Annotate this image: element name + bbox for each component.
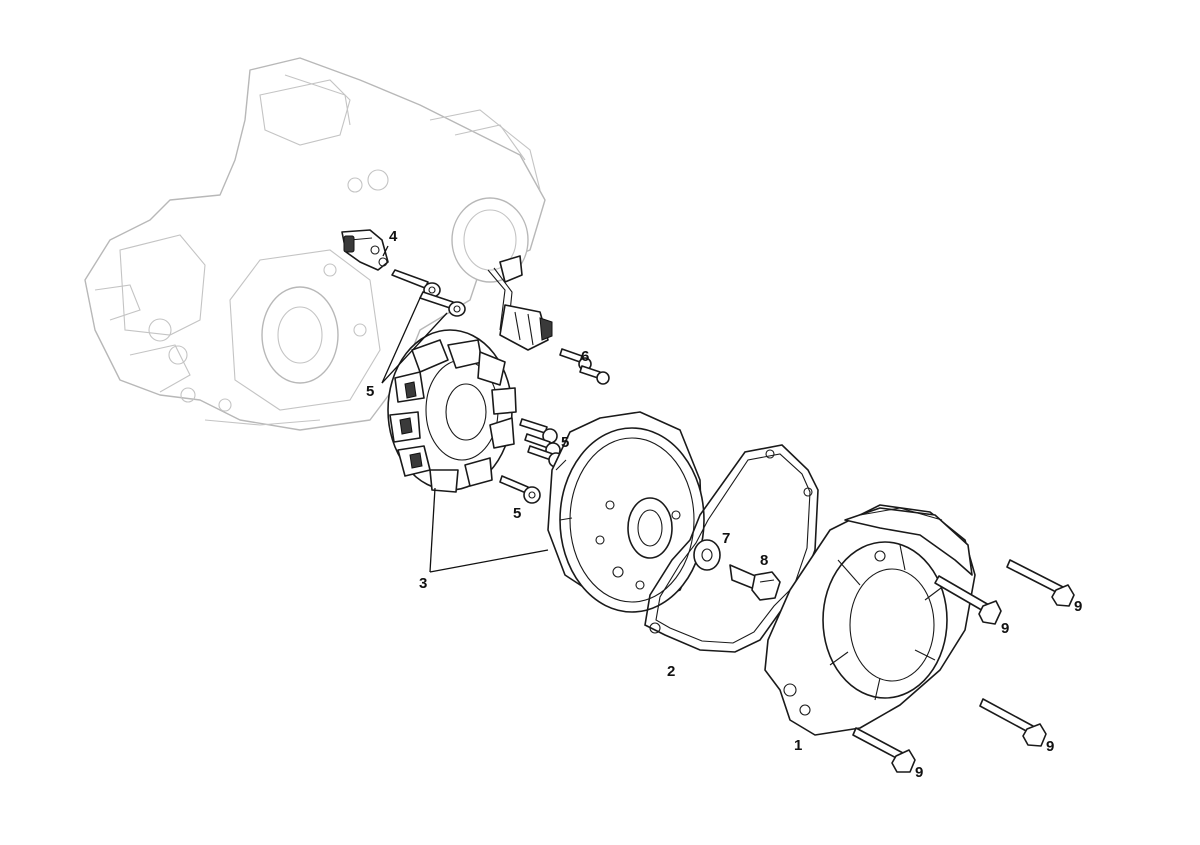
callout-4: 4 [389, 228, 398, 245]
callout-5-upper: 5 [366, 383, 374, 400]
callout-6: 6 [581, 348, 589, 365]
callout-2: 2 [667, 663, 675, 680]
callout-9-d: 9 [915, 764, 923, 781]
callout-1: 1 [794, 737, 802, 754]
flywheel-bolt-part8 [729, 564, 781, 601]
cover-gasket-part2 [644, 444, 819, 653]
callout-9-a: 9 [1001, 620, 1009, 637]
sensor-screws-part5 [391, 269, 466, 317]
flywheel-rotor [547, 411, 705, 613]
callout-7: 7 [722, 530, 730, 547]
callout-3: 3 [419, 575, 427, 592]
callout-8: 8 [760, 552, 768, 569]
engine-crankcase-ghost [84, 57, 546, 431]
stator-coil-part3 [387, 329, 517, 493]
stator-screw-part5-lower [499, 475, 541, 504]
washer-part7 [693, 539, 721, 571]
stator-wiring-connector [487, 255, 553, 351]
callouts: 1 2 3 4 5 5 5 6 7 8 9 9 9 9 [366, 228, 1082, 781]
callout-9-b: 9 [1074, 598, 1082, 615]
generator-cover-part1 [764, 504, 976, 736]
callout-5-lower: 5 [513, 505, 521, 522]
callout-9-c: 9 [1046, 738, 1054, 755]
callout-5-middle: 5 [561, 434, 569, 451]
cover-bolts-part9 [852, 559, 1075, 773]
stator-screws-part6 [559, 348, 610, 385]
leader-lines [381, 245, 549, 573]
pickup-sensor-part4 [341, 229, 389, 271]
